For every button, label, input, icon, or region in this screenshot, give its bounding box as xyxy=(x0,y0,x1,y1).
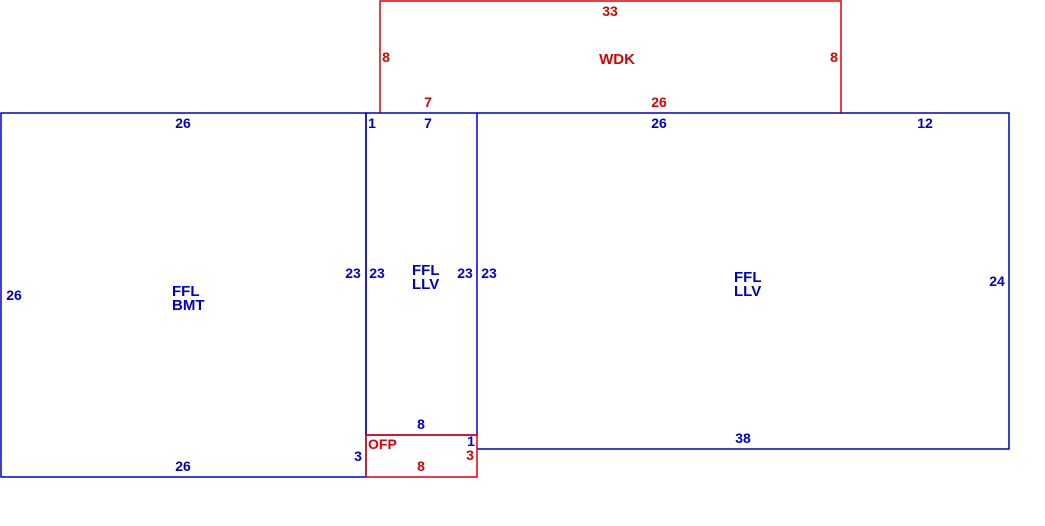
bmt-label-line1: FFL xyxy=(172,283,200,300)
wdk-dim-top: 33 xyxy=(602,3,618,19)
wdk-dim-right: 8 xyxy=(830,49,838,65)
llv-right-dim-top-right: 12 xyxy=(917,115,933,131)
llv-center-dim-bottom: 8 xyxy=(417,416,425,432)
bmt-dim-top: 26 xyxy=(175,115,191,131)
llv-right-area: 23 26 12 24 38 1 FFL LLV xyxy=(467,112,1010,450)
ofp-dim-right: 3 xyxy=(466,447,474,463)
llv-right-dim-left: 23 xyxy=(481,265,497,281)
wdk-dim-bottom-right: 26 xyxy=(651,94,667,110)
wdk-outline xyxy=(379,0,842,113)
ofp-label: OFP xyxy=(368,436,397,452)
wdk-dim-left: 8 xyxy=(382,49,390,65)
llv-center-area: 1 7 23 23 8 FFL LLV xyxy=(365,112,478,436)
llv-right-dim-top: 26 xyxy=(651,115,667,131)
llv-center-label-line1: FFL xyxy=(412,262,440,279)
llv-right-dim-right: 24 xyxy=(989,273,1005,289)
ofp-outline xyxy=(365,435,478,478)
bmt-dim-right: 23 xyxy=(345,265,361,281)
bmt-area: 26 26 26 23 3 FFL BMT xyxy=(0,112,367,478)
bmt-dim-left: 26 xyxy=(6,287,22,303)
bmt-label-line2: BMT xyxy=(172,297,205,314)
llv-right-label-line1: FFL xyxy=(734,269,762,286)
llv-right-dim-bottom: 38 xyxy=(735,430,751,446)
ofp-dim-bottom: 8 xyxy=(417,458,425,474)
llv-right-dim-bottom-left: 1 xyxy=(467,433,475,449)
bmt-dim-bottom: 26 xyxy=(175,458,191,474)
llv-center-dim-top-left: 1 xyxy=(368,115,376,131)
llv-center-dim-right: 23 xyxy=(457,265,473,281)
wdk-label: WDK xyxy=(599,51,635,68)
llv-right-outline xyxy=(477,112,1010,450)
bmt-dim-right-lower: 3 xyxy=(354,448,362,464)
llv-center-label-line2: LLV xyxy=(412,276,439,293)
llv-right-label-line2: LLV xyxy=(734,283,761,300)
llv-center-dim-top: 7 xyxy=(424,115,432,131)
ofp-area: OFP 8 3 xyxy=(365,434,478,478)
wdk-area: 33 8 8 7 26 WDK xyxy=(379,0,842,113)
llv-center-dim-left: 23 xyxy=(369,265,385,281)
wdk-dim-bottom-left: 7 xyxy=(424,94,432,110)
